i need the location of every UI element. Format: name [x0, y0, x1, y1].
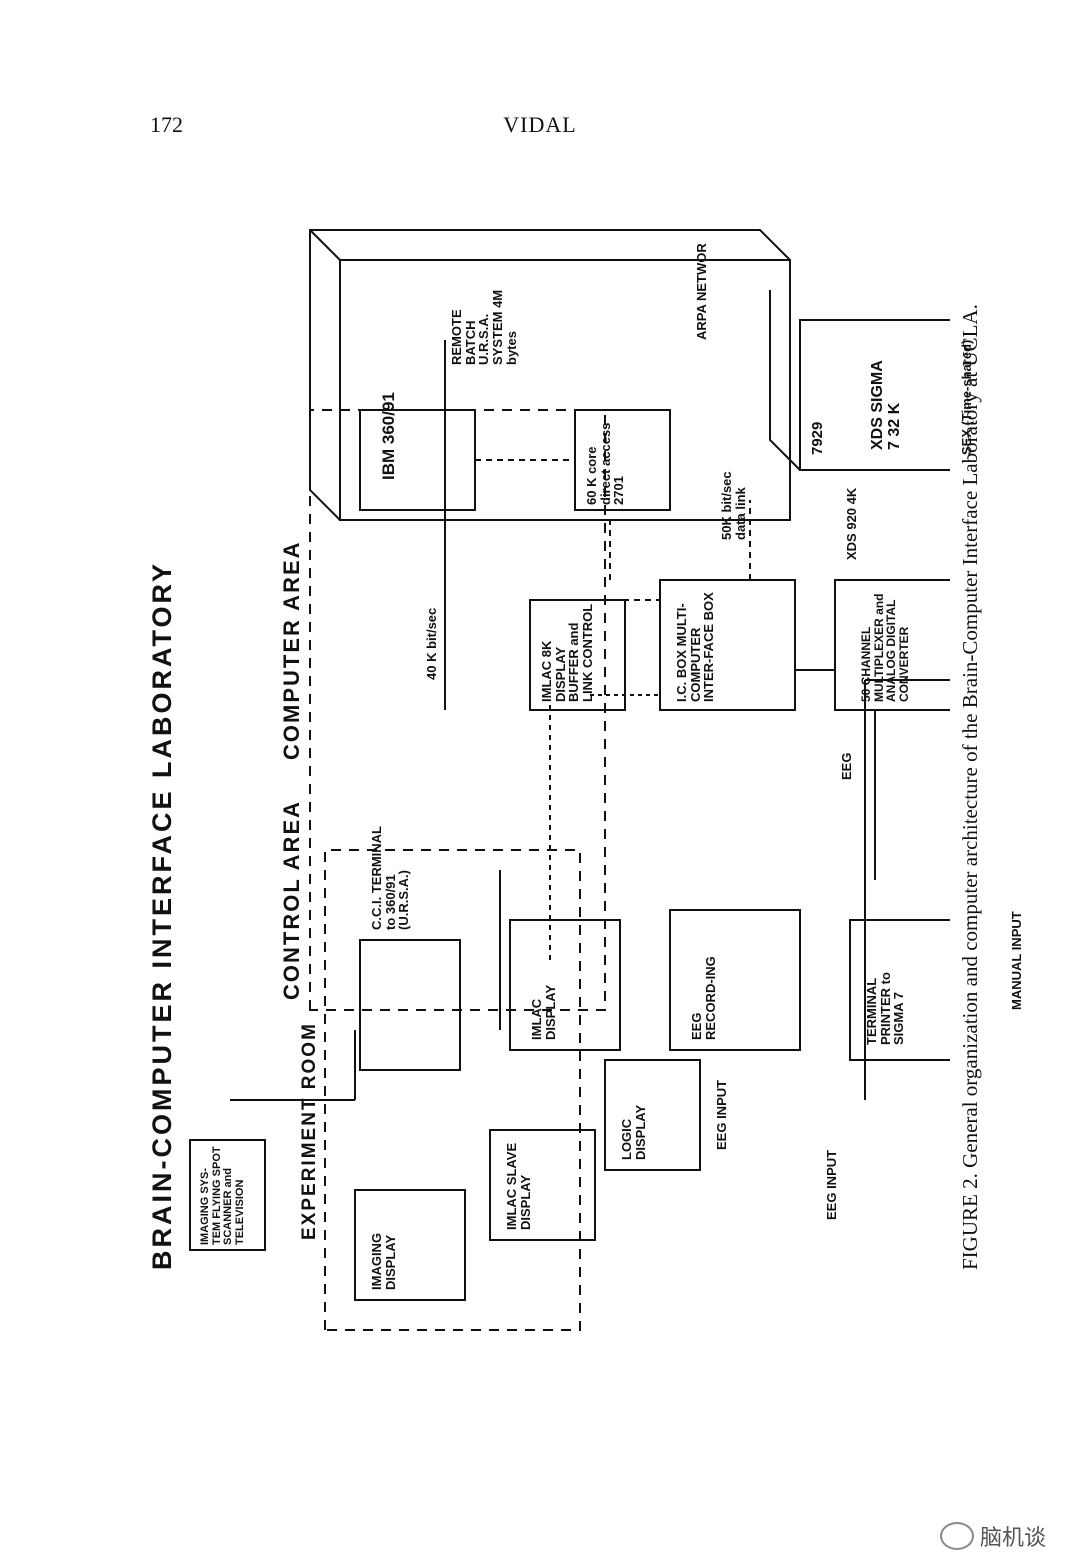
watermark-text: 脑机谈 [979, 1526, 1046, 1551]
num-7929-label: 7929 [809, 421, 826, 455]
remote-batch-label: REMOTE BATCH U.R.S.A. SYSTEM 4M bytes [449, 289, 519, 365]
logic-display [604, 1059, 701, 1171]
eeg-recording-label: EEG RECORD-ING [689, 956, 718, 1040]
xds-sigma-label: XDS SIGMA 7 32 K [869, 360, 903, 450]
imaging-display [354, 1189, 466, 1301]
imlac-display [509, 919, 621, 1051]
imlac-8k-label: IMLAC 8K DISPLAY BUFFER and LINK CONTROL [539, 603, 595, 702]
experiment-room-boundary [324, 849, 581, 1331]
experiment-room-label: EXPERIMENT ROOM [299, 1022, 320, 1240]
ic-box-label: I.C. BOX MULTI-COMPUTER INTER-FACE BOX [674, 592, 717, 702]
eeg-label: EEG [839, 752, 854, 780]
imlac-8k-box [529, 599, 626, 711]
computer-area-label: COMPUTER AREA [279, 540, 304, 760]
multiplexer-label: 50 CHANNEL MULTIPLEXER and ANALOG DIGITA… [859, 593, 911, 702]
sigma-cabinet [799, 319, 950, 471]
imlac-slave-display [489, 1129, 596, 1241]
xds920-label: XDS 920 4K [844, 487, 859, 560]
diagram-title: BRAIN-COMPUTER INTERFACE LABORATORY [147, 561, 177, 1270]
core-2701-label: 60 K core direct access 2701 [584, 422, 627, 505]
logic-display-label: LOGIC DISPLAY [619, 1104, 648, 1160]
imlac-display-label: IMLAC DISPLAY [529, 984, 558, 1040]
imaging-system-box [189, 1139, 266, 1251]
figure-label: FIGURE 2. [958, 1173, 982, 1270]
imaging-display-label: IMAGING DISPLAY [369, 1232, 398, 1290]
xds920-box [834, 579, 950, 711]
eeg-input-label-1: EEG INPUT [714, 1079, 729, 1150]
control-area-label: CONTROL AREA [279, 800, 304, 1000]
figure-caption-text: General organization and computer archit… [958, 304, 982, 1168]
link-40k-label: 40 K bit/sec [424, 607, 439, 680]
cci-terminal [359, 939, 461, 1071]
watermark: 脑机谈 [939, 1520, 1046, 1552]
imaging-system-label: IMAGING SYS-TEM FLYING SPOT SCANNER and … [199, 1146, 246, 1245]
ibm-label: IBM 360/91 [379, 392, 398, 480]
terminal-printer-label: TERMINAL PRINTER to SIGMA 7 [864, 972, 907, 1045]
architecture-diagram: BRAIN-COMPUTER INTERFACE LABORATORY COMP… [130, 220, 1024, 1400]
imlac-slave-label: IMLAC SLAVE DISPLAY [504, 1142, 533, 1230]
diagram-drawing [189, 229, 950, 1331]
terminal-printer [849, 919, 950, 1061]
manual-input-label: MANUAL INPUT [1009, 911, 1024, 1010]
eeg-recorder [669, 909, 801, 1051]
wechat-icon [939, 1522, 974, 1550]
remote-batch-box [359, 409, 476, 511]
link-50k-label: 50K bit/sec data link [719, 471, 748, 540]
ic-box [659, 579, 796, 711]
page-number: 172 [150, 112, 183, 137]
figure-caption: FIGURE 2. General organization and compu… [958, 270, 983, 1270]
cci-terminal-label: C.C.I. TERMINAL to 360/91 (U.R.S.A.) [369, 826, 412, 930]
eeg-input-label-2: EEG INPUT [824, 1149, 839, 1220]
running-title: VIDAL [503, 112, 577, 137]
arpa-label: ARPA NETWOR [694, 243, 709, 340]
